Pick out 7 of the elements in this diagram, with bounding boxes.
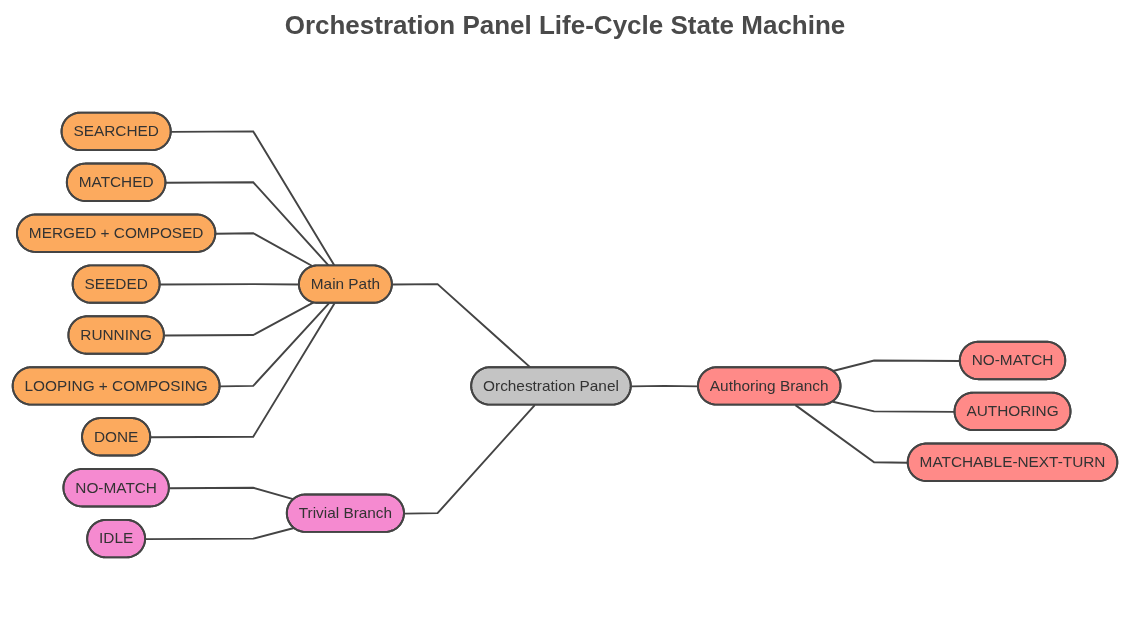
- connector: [391, 283, 532, 369]
- connector: [163, 301, 315, 337]
- connector: [168, 486, 295, 501]
- connector: [219, 302, 330, 388]
- connector: [170, 130, 336, 267]
- diagram-title: Orchestration Panel Life-Cycle State Machine: [283, 10, 847, 41]
- connector: [403, 404, 536, 515]
